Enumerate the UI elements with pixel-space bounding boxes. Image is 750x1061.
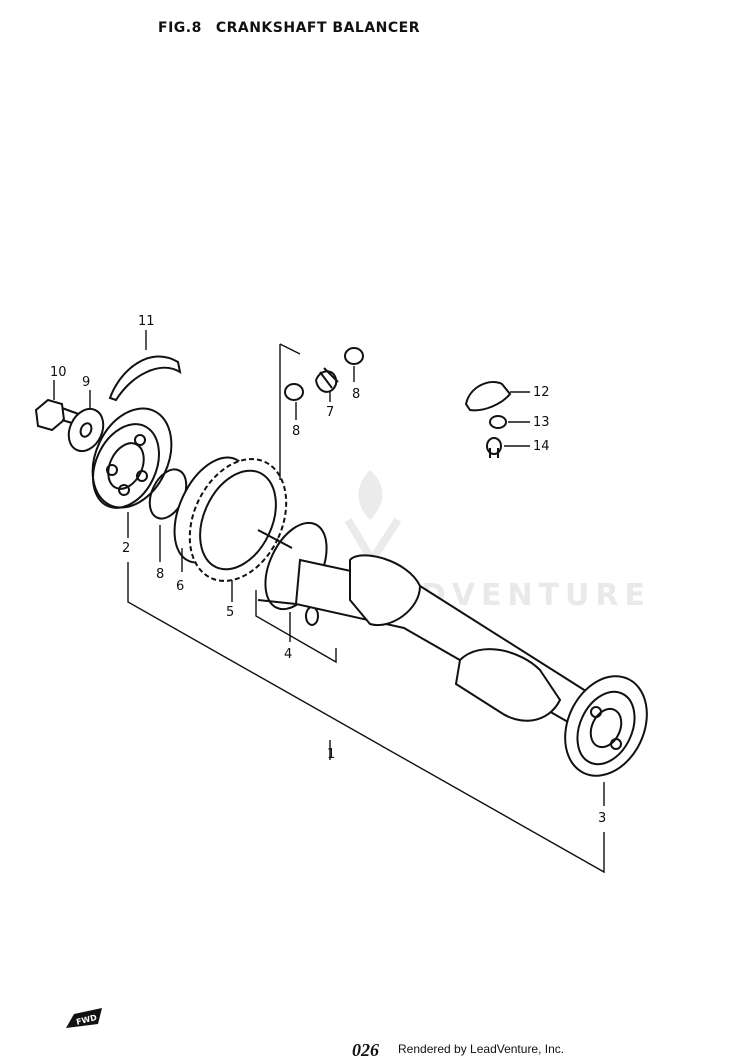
watermark-logo	[344, 470, 402, 568]
callout-1-small: 13	[533, 415, 550, 430]
page-number: 026	[352, 1040, 379, 1060]
part-10-washer	[67, 390, 105, 453]
part-1-small-washer	[489, 415, 530, 429]
part-8-plug-upper	[344, 347, 364, 382]
callout-7: 7	[326, 405, 334, 420]
fwd-arrow-icon: FWD	[64, 1004, 104, 1038]
part-1-balancer-shaft	[257, 529, 602, 732]
figure-title: CRANKSHAFT BALANCER	[215, 20, 421, 36]
callout-11: 10	[50, 365, 67, 380]
part-8-plug-lower	[284, 383, 304, 420]
part-11-bolt	[34, 380, 85, 432]
callout-3: 3	[598, 811, 606, 826]
callout-1: 1	[327, 747, 335, 762]
part-3-bearing	[564, 675, 648, 806]
part-13-cap	[464, 381, 530, 412]
callout-8-lower: 8	[292, 424, 300, 439]
callout-8-upper: 8	[352, 387, 360, 402]
assembly-bracket-lines	[127, 343, 605, 874]
callout-6: 6	[176, 579, 184, 594]
page-title: FIG.8 CRANKSHAFT BALANCER	[158, 20, 434, 36]
part-14-screw	[486, 437, 530, 458]
callout-12: 11	[138, 314, 155, 329]
part-5-gear	[188, 458, 288, 602]
callout-14: 14	[533, 439, 550, 454]
callout-5: 5	[226, 605, 234, 620]
figure-number: FIG.8	[158, 20, 202, 36]
callout-2: 2	[122, 541, 130, 556]
callout-9: 8	[156, 567, 164, 582]
part-7-spring	[315, 367, 339, 402]
part-12-circlip	[108, 355, 182, 402]
callout-13: 12	[533, 385, 550, 400]
render-credit: Rendered by LeadVenture, Inc.	[398, 1042, 565, 1056]
callout-4: 4	[284, 647, 292, 662]
part-2-bearing	[91, 407, 173, 538]
callout-10: 9	[82, 375, 90, 390]
